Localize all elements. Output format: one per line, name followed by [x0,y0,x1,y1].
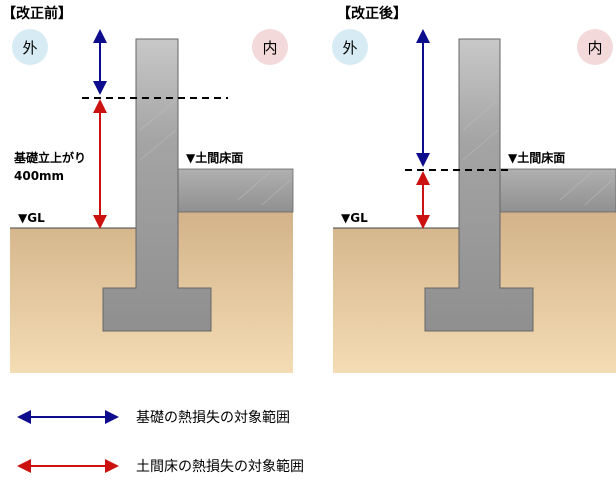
foundation [424,38,534,332]
rise-label: 基礎立上がり [13,150,86,165]
floor-level-label: ▼土間床面 [186,150,243,165]
panel-after: 【改正後】 外 内 ▼土間床面 ▼GL [332,5,616,373]
hatch-lines [462,99,613,206]
inside-label: 内 [262,39,277,57]
rise-value: 400mm [14,169,64,183]
inside-label: 内 [587,39,602,57]
floor-slab [499,168,616,213]
legend-foundation-text: 基礎の熱損失の対象範囲 [136,409,290,426]
hatch-lines [139,99,291,206]
legend: 基礎の熱損失の対象範囲 土間床の熱損失の対象範囲 [17,409,304,475]
inside-circle [577,29,613,65]
soil [333,212,616,373]
panel-title: 【改正後】 [337,5,407,22]
legend-floor-text: 土間床の熱損失の対象範囲 [136,458,304,475]
outside-circle [12,29,48,65]
gl-label: ▼GL [18,211,45,225]
outside-circle [332,29,368,65]
outside-label: 外 [22,39,37,57]
outside-label: 外 [342,39,357,57]
floor-level-label: ▼土間床面 [508,150,565,165]
gl-label: ▼GL [341,211,368,225]
soil [10,212,293,373]
foundation [102,38,212,332]
floor-slab [177,168,294,213]
inside-circle [252,29,288,65]
panel-title: 【改正前】 [2,5,72,22]
panel-before: 【改正前】 外 内 基礎立上がり 400mm ▼土間床面 ▼GL [2,5,294,373]
